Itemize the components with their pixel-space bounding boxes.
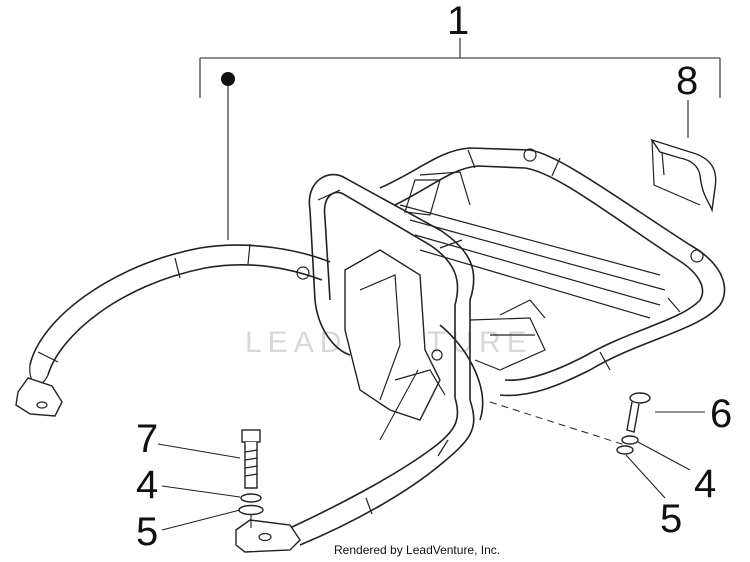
- leader-5-left: [161, 509, 241, 531]
- leader-4-right: [637, 441, 691, 471]
- rear-rack-frame[interactable]: [235, 147, 726, 553]
- bolt-part-7[interactable]: [241, 429, 261, 489]
- callout-5-right[interactable]: 5: [660, 497, 682, 541]
- callout-5-left[interactable]: 5: [136, 510, 158, 554]
- mount-dashed-line: [489, 401, 626, 446]
- washer-left-4[interactable]: [240, 493, 262, 503]
- center-bracket: [344, 249, 441, 421]
- callout-4-left[interactable]: 4: [136, 463, 158, 507]
- clip-part-8[interactable]: [650, 138, 717, 213]
- assembly-bracket: [199, 38, 721, 98]
- leader-7: [157, 443, 241, 459]
- callout-1[interactable]: 1: [447, 0, 469, 43]
- foot-mount-plate: [235, 519, 301, 553]
- washer-left-5[interactable]: [238, 504, 264, 516]
- callout-7[interactable]: 7: [136, 417, 158, 461]
- washer-right-4[interactable]: [621, 435, 639, 445]
- bullet-marker: [221, 72, 235, 86]
- washer-right-5[interactable]: [616, 445, 634, 455]
- bolt-part-6[interactable]: [626, 392, 651, 433]
- leader-4-left: [161, 485, 241, 498]
- leader-5-right: [625, 454, 666, 499]
- callout-8[interactable]: 8: [676, 59, 698, 103]
- handle-mount-tab: [15, 377, 63, 417]
- render-credit: Rendered by LeadVenture, Inc.: [334, 543, 500, 557]
- callout-6[interactable]: 6: [710, 392, 732, 436]
- grab-handle[interactable]: [15, 243, 331, 417]
- callout-4-right[interactable]: 4: [694, 462, 716, 506]
- bracket-leader: [379, 369, 419, 441]
